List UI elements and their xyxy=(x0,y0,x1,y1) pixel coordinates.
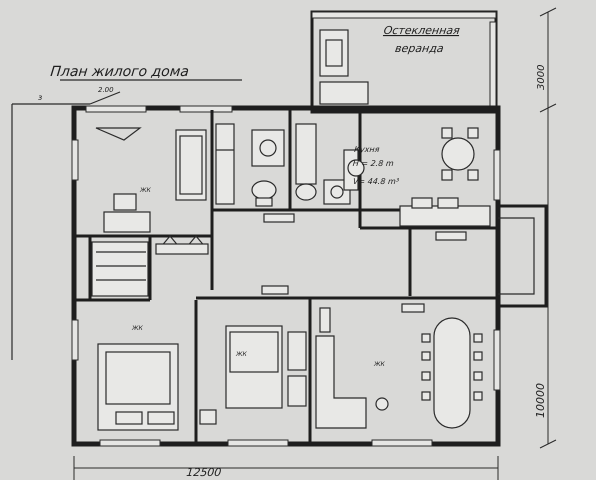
veranda-label-2: веранда xyxy=(394,42,445,55)
plan-title: План жилого дома xyxy=(50,64,190,80)
room-tag-1: ЖК xyxy=(139,187,151,194)
room-tag-2: ЖК xyxy=(131,325,143,332)
bathroom xyxy=(215,123,285,207)
dim-width-text: 12500 xyxy=(186,466,222,479)
kitchen-height: H = 2.8 m xyxy=(352,159,394,168)
veranda: Остекленная веранда xyxy=(310,10,498,114)
kitchen: Кухня H = 2.8 m V= 44.8 m³ xyxy=(343,127,491,227)
bedroom-top-left: ЖК xyxy=(95,127,207,233)
dim-veranda-text: 3000 xyxy=(536,65,547,90)
kitchen-name: Кухня xyxy=(354,145,380,154)
living-room: ЖК xyxy=(315,303,483,429)
level-mark-text: з xyxy=(38,93,42,102)
windows xyxy=(71,105,501,447)
wc xyxy=(295,123,351,205)
veranda-label-1: Остекленная xyxy=(383,24,461,37)
dim-depth-text: 10000 xyxy=(534,383,547,418)
room-tag-4: ЖК xyxy=(373,361,385,368)
dimension-width: 12500 xyxy=(73,456,499,480)
kitchen-volume: V= 44.8 m³ xyxy=(352,177,399,186)
porch xyxy=(498,204,548,308)
level-marker: з 2.00 xyxy=(11,86,121,360)
room-tag-3: ЖК xyxy=(235,351,247,358)
level-mark-value: 2.00 xyxy=(98,86,114,94)
dimension-veranda: 3000 xyxy=(536,7,557,108)
radiators xyxy=(261,213,467,295)
closet xyxy=(91,235,209,297)
bedroom-middle: ЖК xyxy=(199,325,307,425)
bedroom-bottom-left: ЖК xyxy=(97,325,179,431)
